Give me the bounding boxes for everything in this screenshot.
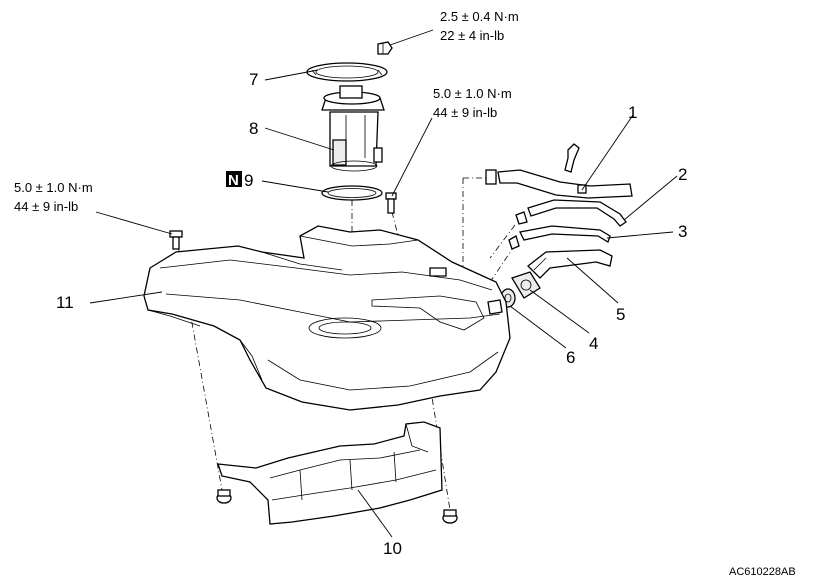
non-reusable-badge <box>226 171 242 187</box>
torque-nut-inlb: 22 ± 4 in-lb <box>440 28 504 43</box>
fuel-gauge-flange <box>511 271 541 299</box>
callout-11: 11 <box>56 293 74 312</box>
torque-nut-nm: 2.5 ± 0.4 N·m <box>440 9 519 24</box>
callout-3: 3 <box>678 222 687 241</box>
fuel-filler-hose <box>485 143 633 199</box>
fuel-pump-nut <box>377 41 393 55</box>
vapor-hose <box>515 199 627 227</box>
callout-6: 6 <box>566 348 575 367</box>
protector-clip-left <box>216 489 232 504</box>
callout-4: 4 <box>589 334 598 353</box>
torque-bolt-right-inlb: 44 ± 9 in-lb <box>433 105 497 120</box>
figure-code: AC610228AB <box>729 566 796 578</box>
callout-9-group: N 9 <box>226 171 253 190</box>
callout-7: 7 <box>249 70 258 89</box>
fuel-tank <box>143 225 511 411</box>
filler-neck-hose <box>527 249 613 279</box>
fuel-tank-protector <box>217 421 443 525</box>
callout-10: 10 <box>383 539 402 558</box>
protector-clip-right <box>442 509 458 524</box>
torque-bolt-left-nm: 5.0 ± 1.0 N·m <box>14 180 93 195</box>
fuel-pump-module <box>321 85 385 172</box>
tank-bolt-left <box>169 230 183 250</box>
fuel-pump-retainer-ring <box>306 62 388 82</box>
callout-9: 9 <box>244 171 253 190</box>
leader-lines <box>89 29 678 538</box>
non-reusable-badge-letter: N <box>228 172 239 189</box>
callout-2: 2 <box>678 165 687 184</box>
fuel-pump-gasket <box>321 185 383 201</box>
callout-8: 8 <box>249 119 258 138</box>
torque-bolt-left-inlb: 44 ± 9 in-lb <box>14 199 78 214</box>
breather-hose <box>508 225 611 250</box>
torque-bolt-right-nm: 5.0 ± 1.0 N·m <box>433 86 512 101</box>
callout-5: 5 <box>616 305 625 324</box>
tank-bolt-right <box>385 192 397 214</box>
callout-1: 1 <box>628 103 637 122</box>
